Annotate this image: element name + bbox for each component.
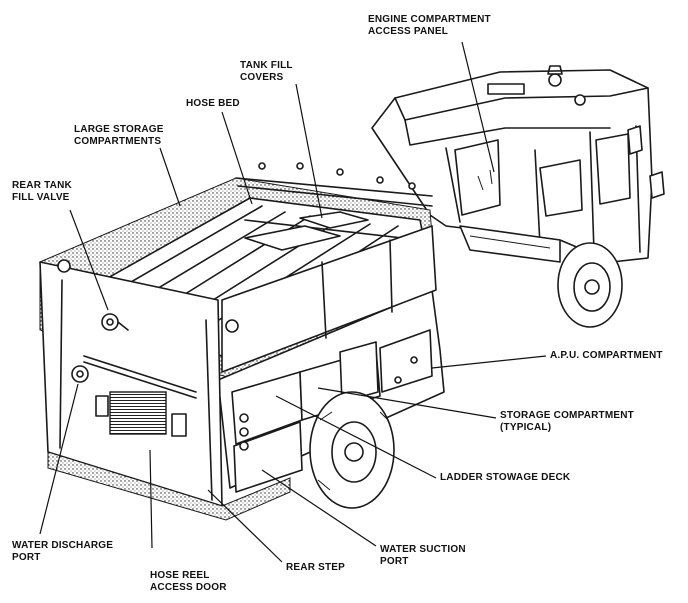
- label-line: STORAGE COMPARTMENT: [500, 410, 634, 421]
- label-line: A.P.U. COMPARTMENT: [550, 350, 663, 361]
- label-line: WATER DISCHARGE: [12, 540, 114, 551]
- label-hose-reel-access-door: HOSE REEL ACCESS DOOR: [150, 570, 227, 594]
- leader-lines: [39, 41, 547, 563]
- label-line: LARGE STORAGE: [74, 124, 164, 135]
- label-line: PORT: [12, 552, 41, 563]
- label-line: ACCESS DOOR: [150, 582, 227, 593]
- side-body: [217, 225, 445, 509]
- label-large-storage-compartments: LARGE STORAGE COMPARTMENTS: [74, 124, 164, 148]
- label-line: COVERS: [240, 72, 284, 83]
- label-water-suction-port: WATER SUCTION PORT: [380, 544, 466, 568]
- label-line: WATER SUCTION: [380, 544, 466, 555]
- label-line: TANK FILL: [240, 60, 293, 71]
- label-rear-tank-fill-valve: REAR TANK FILL VALVE: [12, 180, 72, 204]
- label-storage-compartment-typical: STORAGE COMPARTMENT (TYPICAL): [500, 410, 634, 434]
- label-line: ACCESS PANEL: [368, 26, 449, 37]
- label-line: ENGINE COMPARTMENT: [368, 14, 491, 25]
- cab: [371, 65, 665, 328]
- label-line: REAR STEP: [286, 562, 346, 573]
- label-ladder-stowage-deck: LADDER STOWAGE DECK: [440, 472, 570, 484]
- label-line: (TYPICAL): [500, 422, 552, 433]
- label-rear-step: REAR STEP: [286, 562, 345, 574]
- label-line: PORT: [380, 556, 409, 567]
- label-line: HOSE REEL: [150, 570, 210, 581]
- label-hose-bed: HOSE BED: [186, 98, 240, 110]
- label-line: LADDER STOWAGE DECK: [440, 472, 571, 483]
- label-apu-compartment: A.P.U. COMPARTMENT: [550, 350, 663, 362]
- rear-face: [39, 259, 291, 521]
- label-water-discharge-port: WATER DISCHARGE PORT: [12, 540, 113, 564]
- label-tank-fill-covers: TANK FILL COVERS: [240, 60, 293, 84]
- label-line: REAR TANK: [12, 180, 72, 191]
- label-line: HOSE BED: [186, 98, 240, 109]
- label-engine-compartment-access-panel: ENGINE COMPARTMENT ACCESS PANEL: [368, 14, 491, 38]
- label-line: FILL VALVE: [12, 192, 70, 203]
- label-line: COMPARTMENTS: [74, 136, 162, 147]
